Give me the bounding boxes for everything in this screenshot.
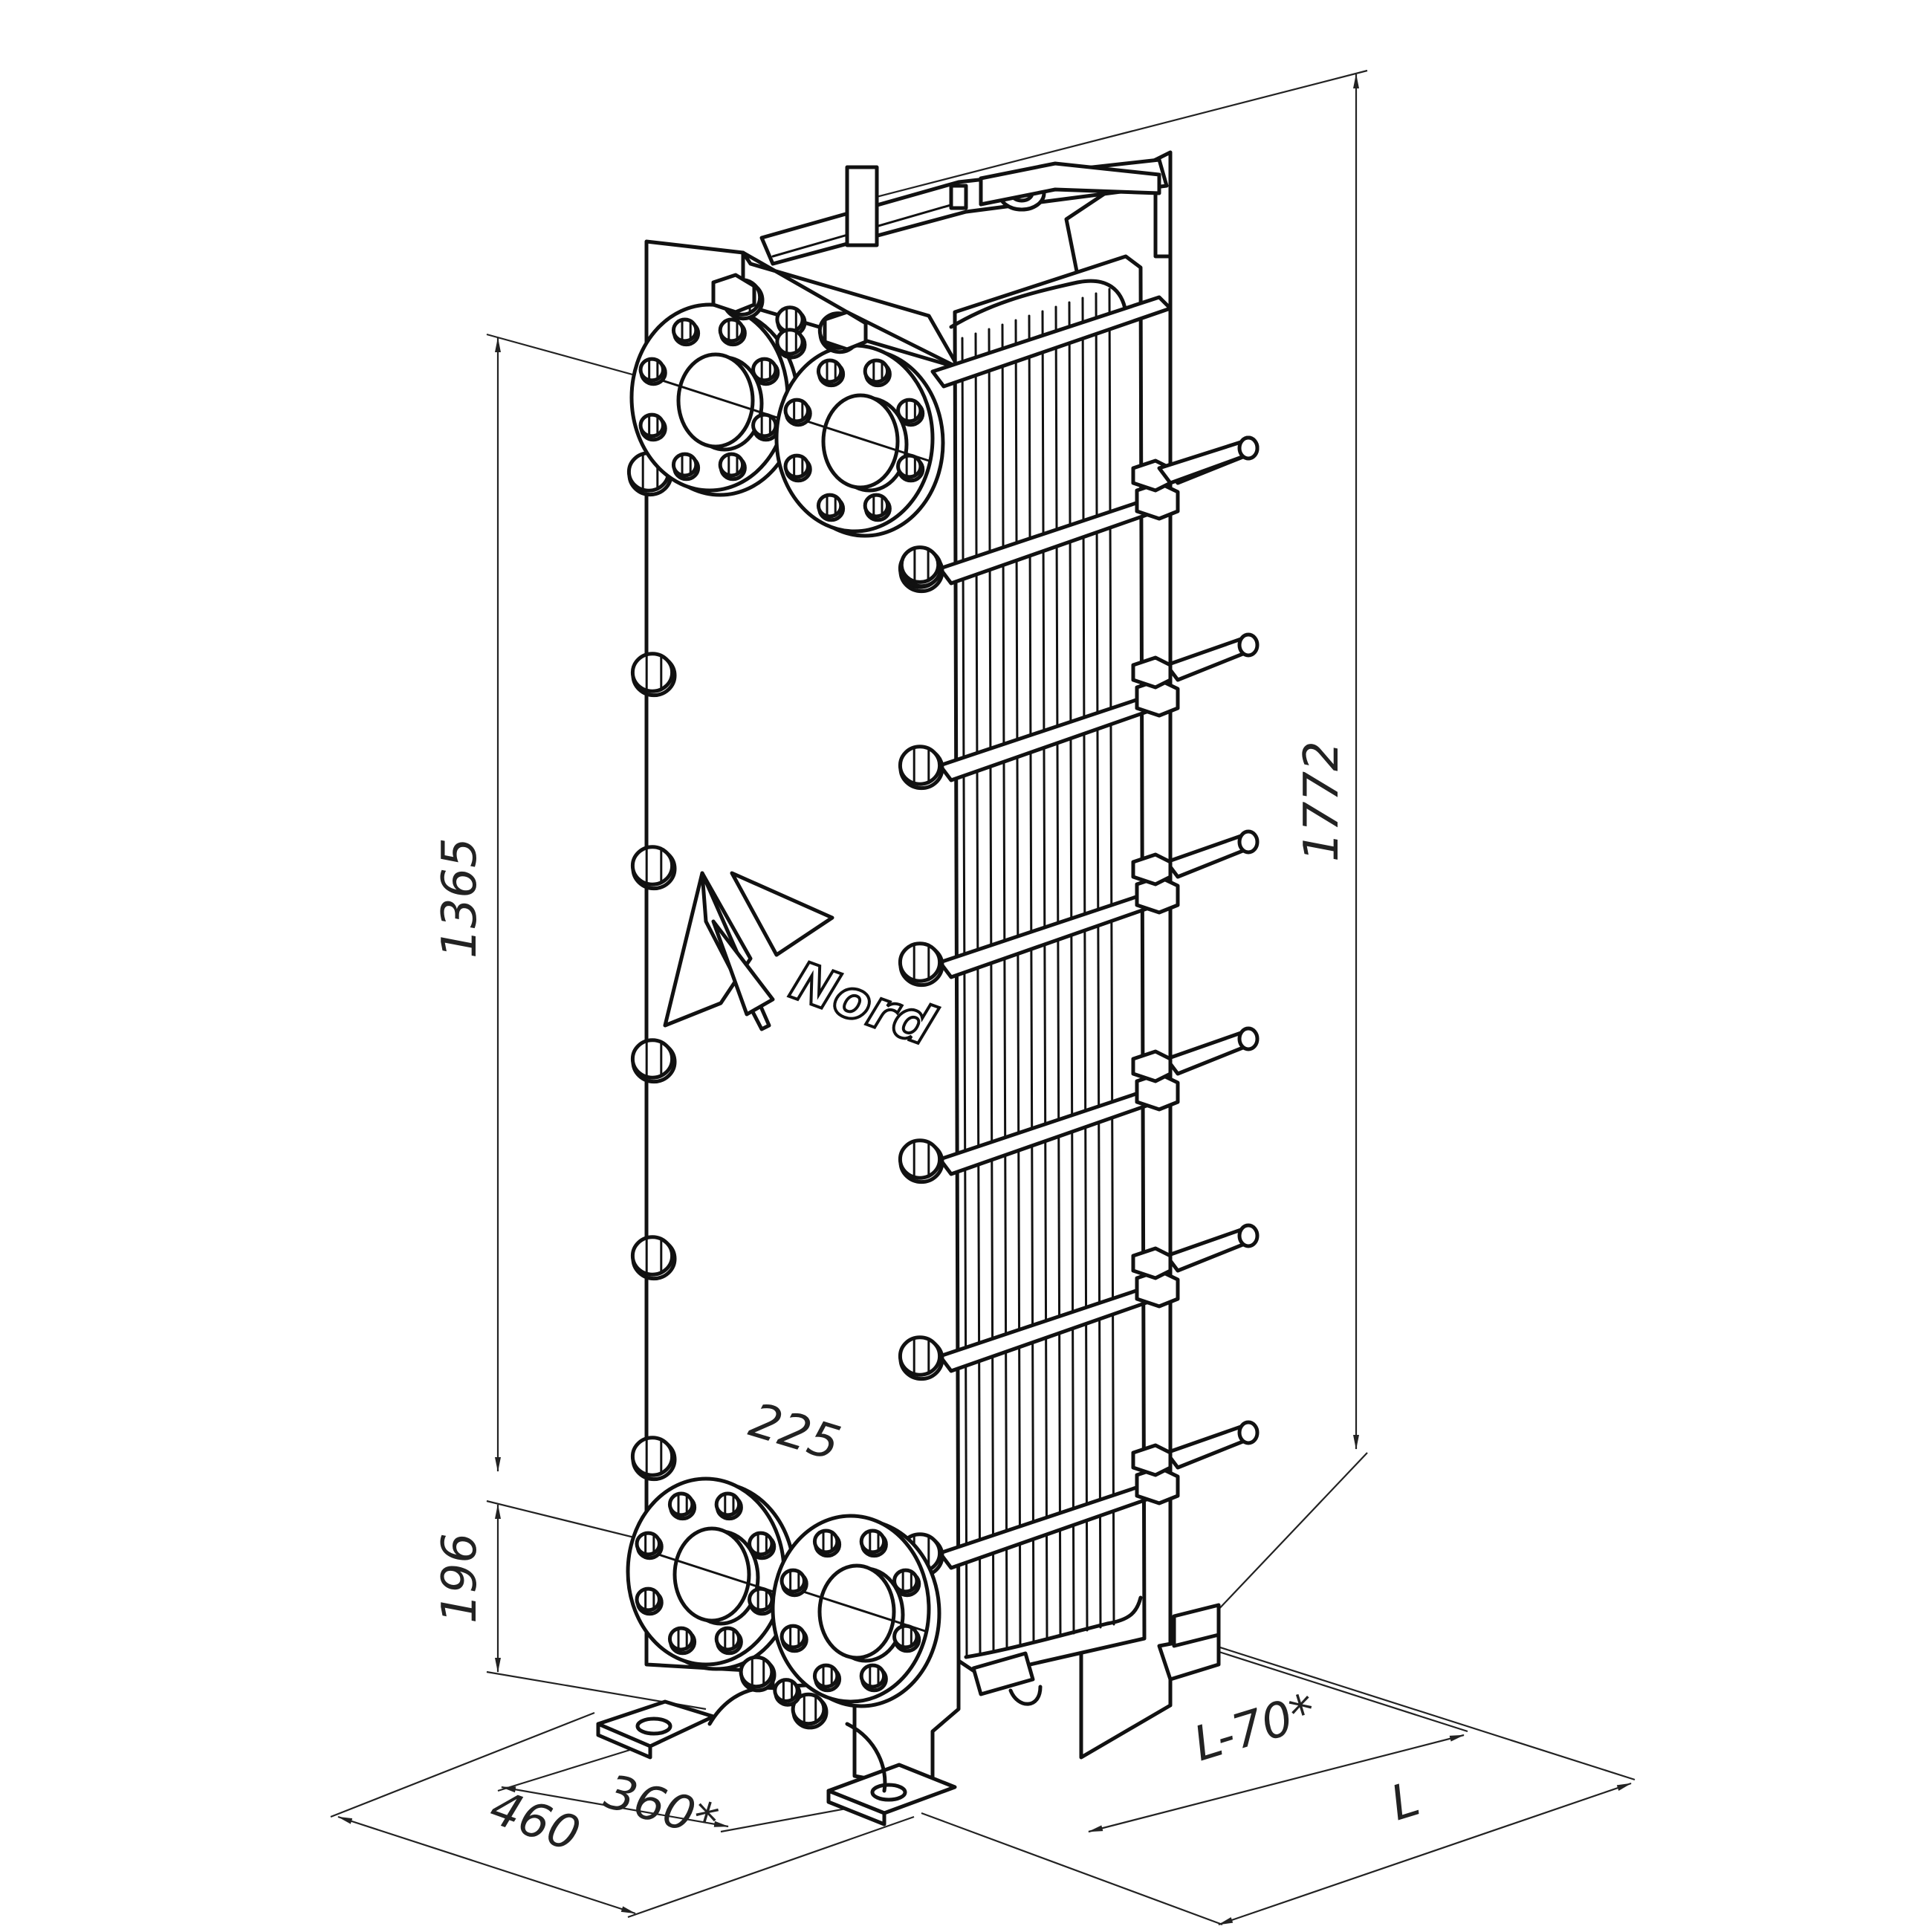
dimension-196: 196 <box>432 1533 487 1624</box>
tie-rod-nut <box>898 745 944 791</box>
dimension-l: L <box>1384 1771 1426 1832</box>
tie-rod-nut <box>898 1335 944 1381</box>
dimension-1772: 1772 <box>1294 741 1349 862</box>
flange-bolt <box>863 493 892 522</box>
flange-bottom-left <box>626 1476 797 1671</box>
flange-bolt <box>671 317 701 347</box>
tie-rod <box>898 829 1260 988</box>
edge-bolt <box>630 1436 677 1482</box>
bottom-nut <box>739 1655 777 1693</box>
flange-bolt <box>812 1663 842 1693</box>
tie-rod <box>898 1026 1260 1184</box>
flange-bolt <box>638 412 667 442</box>
dimension-1365: 1365 <box>432 837 487 959</box>
flange-top-right <box>774 343 945 538</box>
flange-bolt <box>812 1529 842 1558</box>
flange-bolt <box>892 1568 921 1598</box>
flange-bolt <box>783 398 812 427</box>
bottom-nut <box>791 1692 829 1730</box>
top-nut <box>775 328 807 360</box>
dimension-460: 460 <box>483 1780 587 1862</box>
top-nuts <box>711 273 868 351</box>
flange-bolt <box>816 493 846 522</box>
flange-bolt <box>635 1586 664 1616</box>
tie-rods <box>898 295 1260 1578</box>
flange-bolt <box>751 412 780 442</box>
flange-bolt <box>859 1663 888 1693</box>
port-flanges <box>626 278 945 1730</box>
dimension-l-70: L-70* <box>1187 1684 1323 1773</box>
flange-bolt <box>859 1529 888 1558</box>
tie-rod <box>930 295 1173 389</box>
bottom-nut <box>773 1678 802 1707</box>
flange-bolt <box>892 1624 921 1653</box>
edge-bolt <box>630 1235 677 1281</box>
flange-bottom-right <box>771 1514 941 1708</box>
flange-bolt <box>718 317 747 347</box>
flange-bolt <box>635 1531 664 1560</box>
flange-bolt <box>638 357 667 386</box>
edge-bolt <box>630 1038 677 1084</box>
flange-bolt <box>896 398 925 427</box>
flange-bolt <box>783 453 812 483</box>
flange-bolt <box>667 1626 697 1656</box>
flange-top-left <box>629 302 800 497</box>
flange-bolt <box>748 1531 777 1560</box>
flange-bolt <box>667 1491 697 1521</box>
tie-rod <box>898 1223 1260 1381</box>
flange-bolt <box>779 1568 808 1598</box>
front-plate <box>596 239 961 1826</box>
flange-bolt <box>816 358 846 388</box>
plate-pack <box>949 254 1147 1706</box>
top-nut <box>899 545 943 589</box>
flange-bolt <box>714 1626 743 1656</box>
flange-bolt <box>671 452 701 482</box>
dimension-lines <box>330 69 1636 1926</box>
edge-bolt <box>630 652 677 698</box>
flange-bolt <box>751 357 780 386</box>
flange-bolt <box>714 1491 743 1521</box>
flange-bolt <box>896 453 925 483</box>
flange-bolt <box>779 1624 808 1653</box>
tie-rod-nut <box>898 941 944 988</box>
flange-bolt <box>863 358 892 388</box>
flange-bolt <box>718 452 747 482</box>
tie-rod-end <box>1237 435 1260 461</box>
edge-bolt <box>630 845 677 891</box>
tie-rod <box>898 632 1260 791</box>
tie-rod-nut <box>898 1138 944 1184</box>
flange-bolt <box>748 1586 777 1616</box>
dimension-360: 360* <box>598 1765 724 1851</box>
